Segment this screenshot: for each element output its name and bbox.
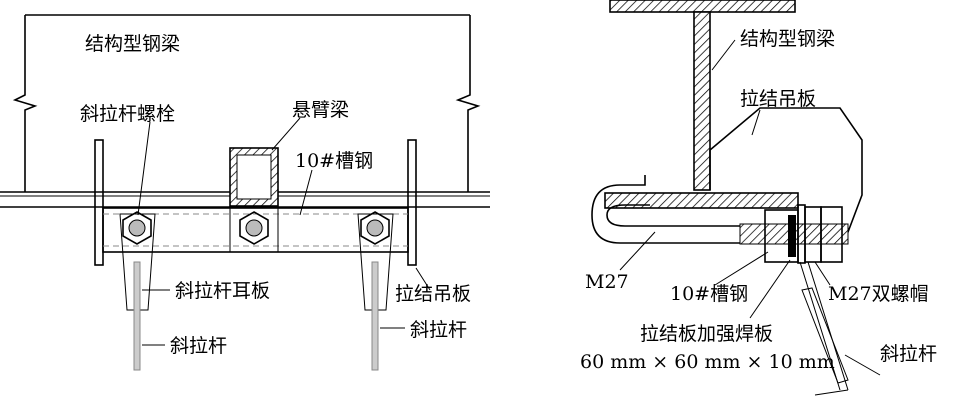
beam-label: 结构型钢梁	[740, 28, 835, 50]
beam-label: 结构型钢梁	[85, 33, 180, 55]
ear-plate-left	[119, 213, 156, 311]
nut-label: M27双螺帽	[828, 283, 929, 305]
rod-label: 斜拉杆	[410, 319, 467, 341]
top-flange	[609, 0, 796, 13]
bolt-label: 斜拉杆螺栓	[80, 103, 175, 125]
bolt-icon	[122, 211, 152, 245]
tie-rod-right	[371, 261, 379, 371]
rod-label: 斜拉杆	[880, 343, 937, 365]
hanger-plate-left	[94, 139, 104, 266]
bolt-icon	[360, 211, 390, 245]
bolt-icon	[239, 211, 269, 245]
bottom-flange	[604, 192, 799, 209]
channel-label: 10#槽钢	[670, 283, 748, 305]
beam-web	[693, 11, 711, 191]
ear-plate-label: 斜拉杆耳板	[175, 280, 270, 302]
tie-rod-left	[133, 261, 141, 371]
beam-outline	[0, 14, 490, 208]
right-section-view: 结构型钢梁 拉结吊板 M27 10#槽钢 M27双螺帽 拉结板加强焊板 60 m…	[580, 0, 937, 396]
ear-plate-right	[357, 213, 394, 311]
nut-icon	[820, 206, 843, 263]
tie-rod	[799, 261, 849, 391]
hanger-plate-label: 拉结吊板	[395, 283, 471, 305]
weld-plate-size: 60 mm × 60 mm × 10 mm	[580, 351, 835, 373]
left-elevation-view: 结构型钢梁 斜拉杆螺栓 悬臂梁 10#槽钢 斜拉杆耳板 拉结吊板 斜拉杆 斜拉杆	[0, 14, 490, 371]
channel-steel	[102, 207, 409, 253]
bolt-label: M27	[585, 271, 629, 293]
hanger-plate-label: 拉结吊板	[740, 88, 816, 110]
rod-label: 斜拉杆	[170, 335, 227, 357]
cantilever-label: 悬臂梁	[292, 99, 349, 121]
channel-label: 10#槽钢	[295, 150, 373, 172]
hanger-plate	[709, 107, 863, 241]
hanger-plate-right	[407, 139, 417, 266]
weld-plate-label: 拉结板加强焊板	[640, 323, 773, 345]
